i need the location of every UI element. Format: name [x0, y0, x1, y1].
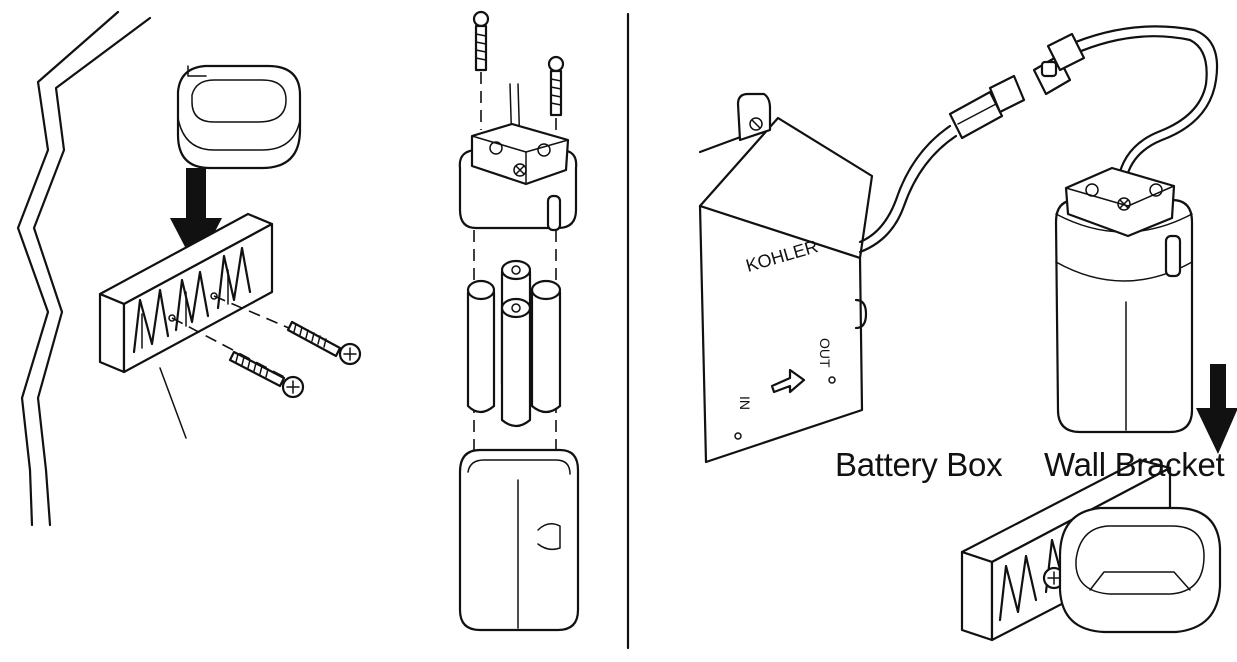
cable-connector-male	[948, 74, 1026, 140]
wall-edge	[16, 10, 152, 527]
holder-ring-part	[176, 64, 302, 170]
cap-screw-2	[547, 55, 565, 117]
assembled-battery-pack	[1054, 166, 1194, 434]
screw-guide-1	[171, 317, 291, 381]
wall-bracket-label: Wall Bracket	[1044, 446, 1225, 483]
mounting-screw-2	[228, 350, 305, 399]
cable-connector-female	[1032, 32, 1086, 96]
battery-cap-part	[458, 122, 578, 232]
battery-case-part	[458, 448, 580, 632]
bracket-leader-line	[159, 367, 187, 439]
battery-box-label: Battery Box	[835, 446, 1003, 483]
battery-cable	[858, 25, 1219, 254]
out-port-text: OUT	[817, 338, 833, 368]
mounting-screw-1	[286, 320, 362, 366]
cap-screw-1	[472, 10, 490, 72]
wall-bracket-part	[98, 212, 274, 374]
battery-cells	[466, 259, 562, 428]
control-box	[698, 92, 874, 464]
down-arrow-icon-right	[1196, 364, 1237, 454]
in-port-text: IN	[737, 396, 753, 410]
mounted-holder-ring	[1058, 506, 1222, 634]
